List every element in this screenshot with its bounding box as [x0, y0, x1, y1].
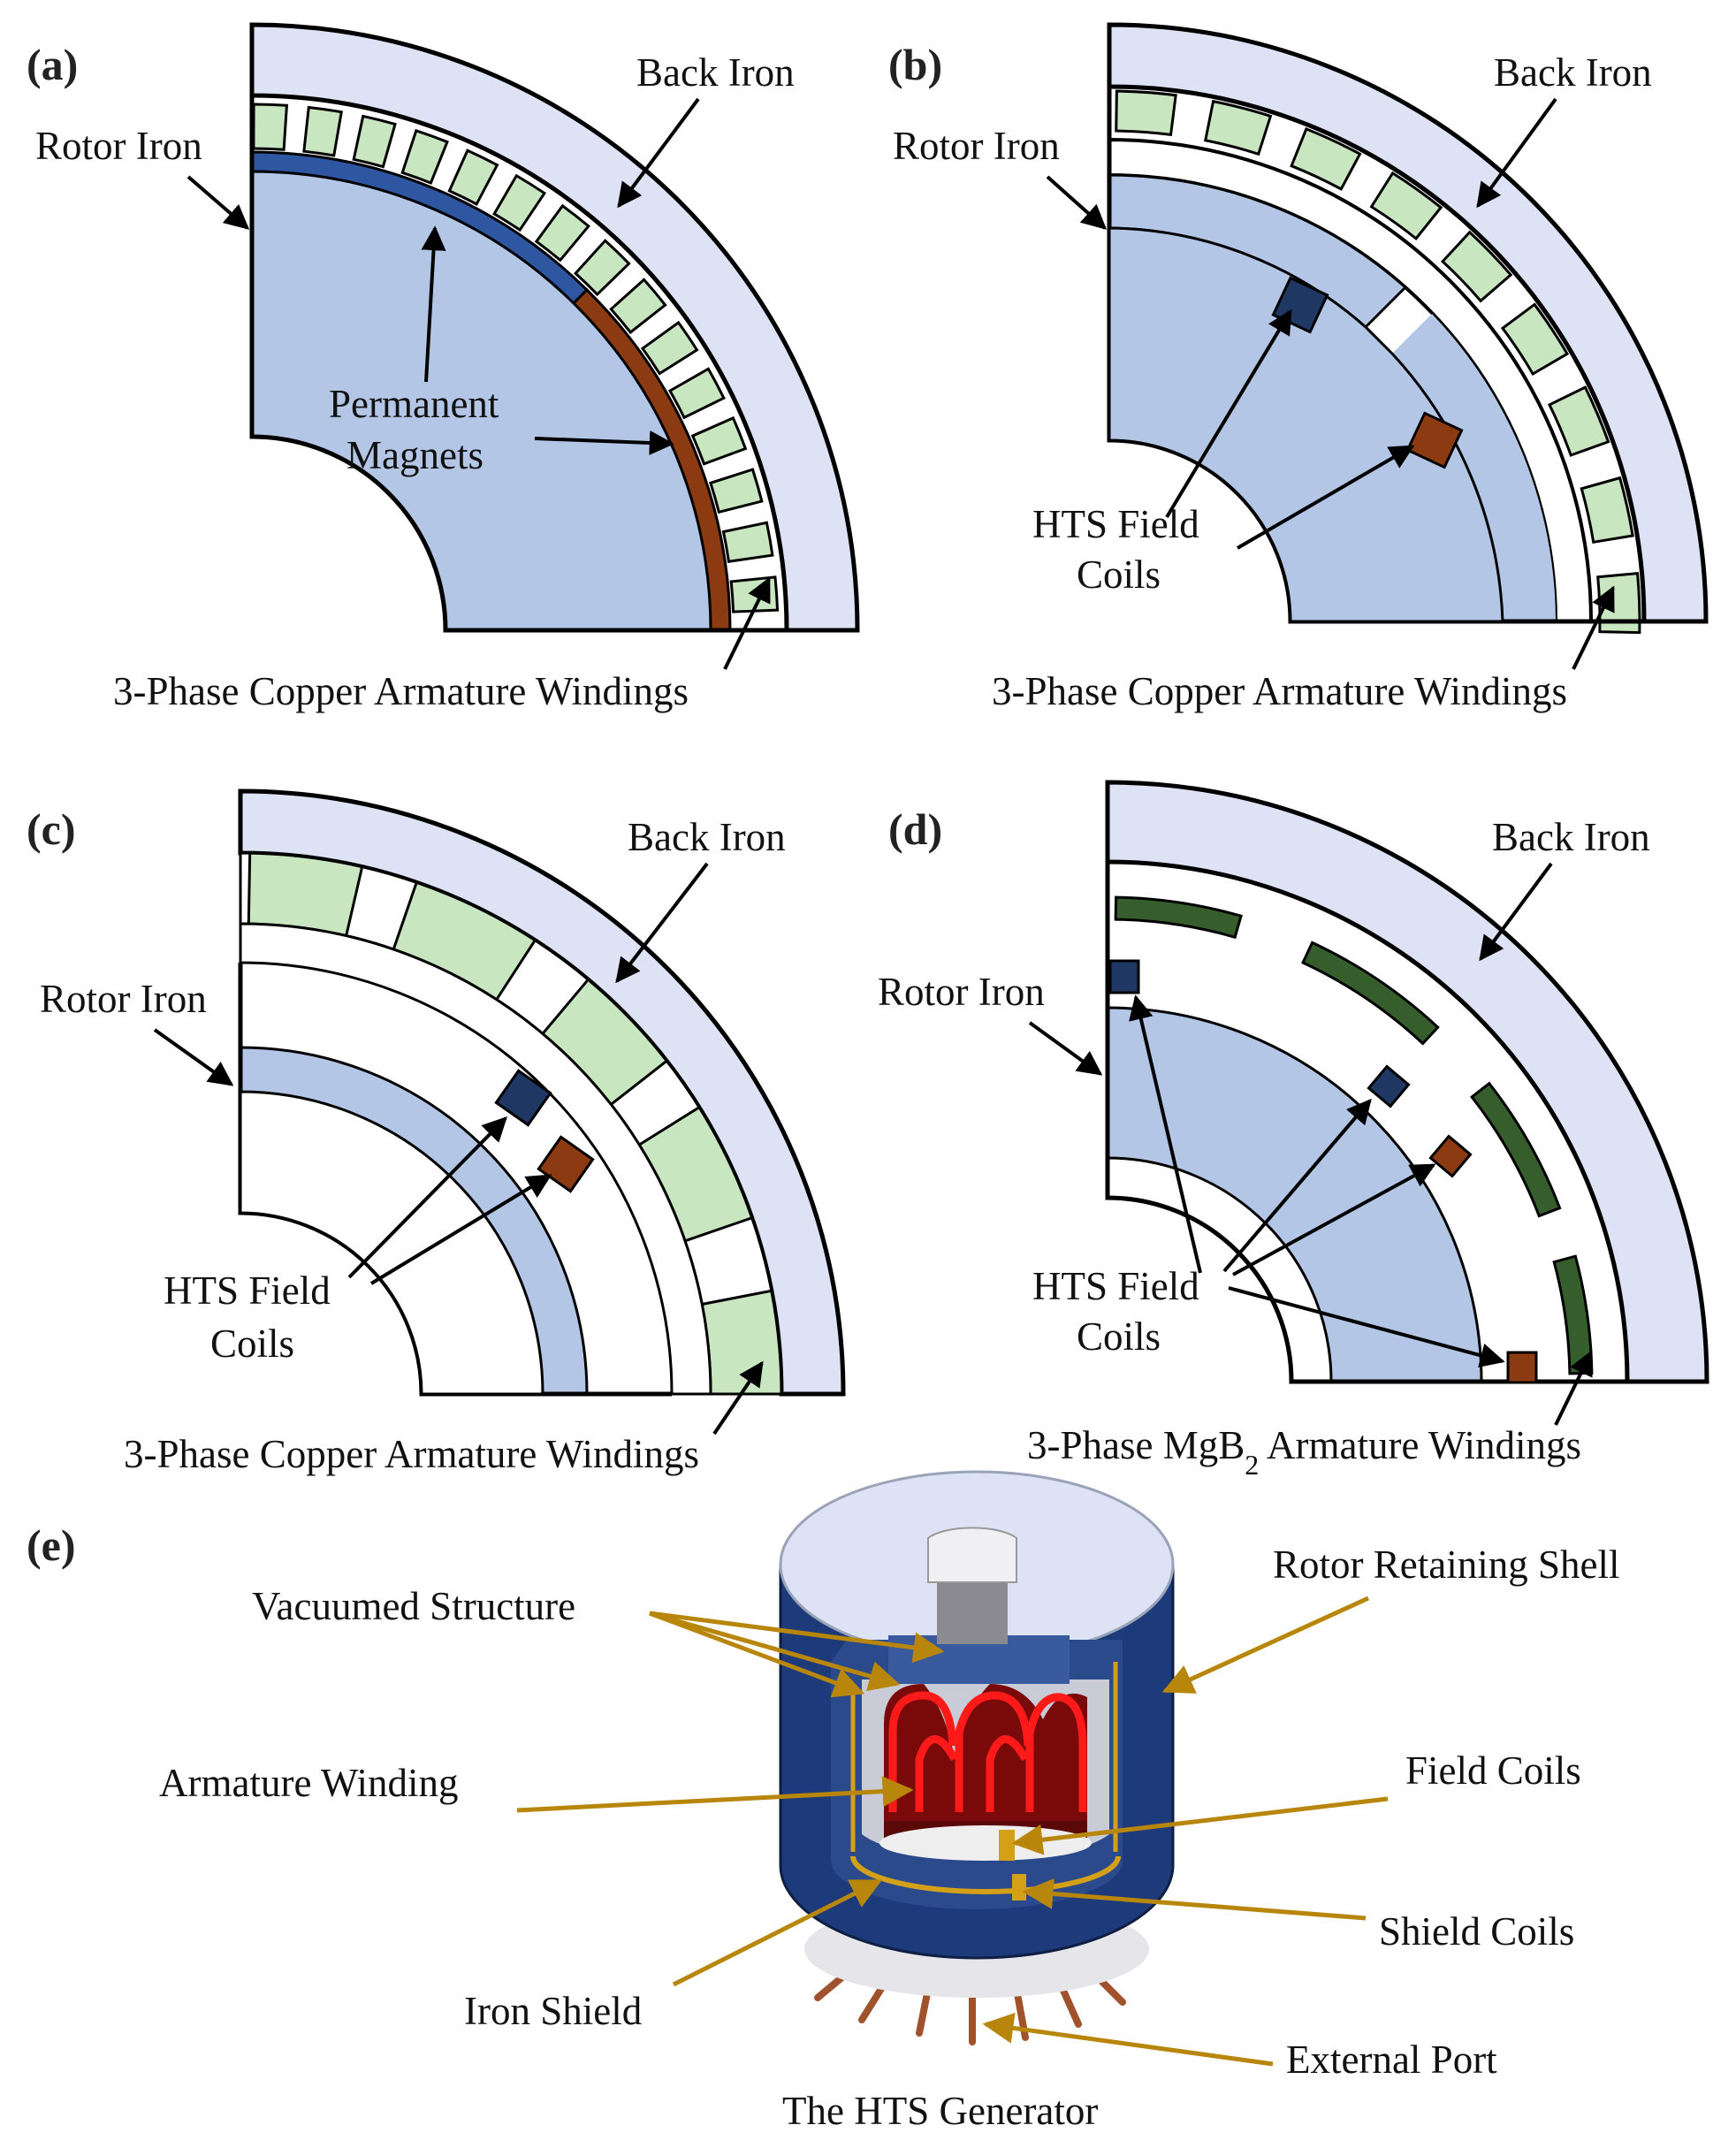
armature-slot [700, 1289, 783, 1396]
back-iron-label-b: Back Iron [1494, 50, 1652, 95]
armature-slot [400, 128, 449, 185]
armature-slot [302, 105, 344, 157]
panel-a-letter: (a) [27, 40, 78, 89]
mgb2-winding-segment [1301, 941, 1440, 1046]
external-port-label: External Port [1286, 2038, 1497, 2082]
back-iron-label-c: Back Iron [628, 815, 786, 859]
armature-slot [252, 103, 289, 151]
armature-slot [1547, 385, 1610, 457]
armature-slot [352, 114, 397, 169]
windings-label-a: 3-Phase Copper Armature Windings [113, 669, 689, 713]
coils-label-b-1: HTS Field [1032, 502, 1199, 546]
armature-slot [573, 239, 631, 297]
hts-coil-navy-d-1 [1108, 959, 1140, 994]
back-iron-label-a: Back Iron [636, 50, 795, 95]
coils-label-b-2: Coils [1077, 552, 1161, 597]
hts-coil-navy-d-2 [1367, 1064, 1411, 1108]
rotor-body-b [1108, 226, 1504, 623]
armature-slot [690, 415, 748, 466]
hts-coil-navy-c [494, 1069, 552, 1127]
panel-a: (a) Back Iron Rotor Iron Permanent Magne… [27, 22, 860, 713]
panel-e: (e) [27, 1470, 1619, 2133]
generator-illustration [779, 1470, 1175, 2045]
coils-label-d-1: HTS Field [1032, 1264, 1199, 1308]
coils-label-c-1: HTS Field [164, 1268, 331, 1313]
panel-b: (b) Back Iron Rotor Iron HTS Field Coils… [888, 22, 1709, 713]
shaft-a [249, 25, 857, 633]
hts-coil-brown-d-1 [1428, 1134, 1473, 1178]
armature-slot [609, 278, 667, 335]
armature-slot [667, 367, 726, 420]
magnets-label-a-1: Permanent [329, 382, 499, 426]
armature-slot [709, 468, 764, 514]
armature-winding-label: Armature Winding [159, 1761, 459, 1805]
iron-shield-label: Iron Shield [464, 1989, 642, 2033]
armature-slot [721, 521, 774, 563]
retaining-shell-label: Rotor Retaining Shell [1273, 1542, 1619, 1587]
mgb2-winding-segment [1552, 1254, 1594, 1375]
panel-d: (d) Back Iron Rotor Iron HTS Field Coils… [878, 780, 1709, 1481]
hts-coil-brown-c [537, 1135, 595, 1193]
armature-slot [640, 320, 699, 376]
mgb2-winding-segment [1470, 1081, 1562, 1218]
armature-slot [1500, 302, 1570, 377]
rotor-iron-label-d: Rotor Iron [878, 970, 1045, 1014]
rotor-iron-label-c: Rotor Iron [40, 977, 207, 1021]
panel-b-letter: (b) [888, 40, 942, 89]
armature-slot [1440, 230, 1513, 303]
armature-slot [1369, 171, 1443, 240]
armature-slot [492, 173, 547, 232]
vacuumed-label: Vacuumed Structure [252, 1584, 575, 1628]
armature-slot [1203, 99, 1273, 156]
armature-slot [447, 149, 499, 206]
panel-d-letter: (d) [888, 804, 942, 854]
armature-slot [1580, 476, 1634, 545]
mgb2-winding-segment [1114, 895, 1243, 940]
rotor-iron-label-a: Rotor Iron [35, 124, 202, 168]
shaft-d [1105, 782, 1707, 1384]
armature-slots-d [1114, 895, 1594, 1375]
coils-label-d-2: Coils [1077, 1314, 1161, 1359]
armature-slot [534, 203, 590, 263]
armature-slot [1290, 126, 1362, 191]
hts-coil-brown-d-2 [1506, 1351, 1538, 1384]
magnets-label-a-2: Magnets [346, 433, 483, 477]
panel-e-letter: (e) [27, 1520, 76, 1570]
armature-slots-a [252, 103, 780, 613]
armature-slots-b [1115, 89, 1641, 635]
back-iron-label-d: Back Iron [1492, 815, 1650, 859]
field-coils-label: Field Coils [1405, 1748, 1581, 1793]
rotor-iron-d [1106, 1006, 1483, 1383]
hts-coil-brown-b [1405, 411, 1464, 469]
armature-slot [1115, 89, 1177, 137]
panel-c-letter: (c) [27, 804, 76, 854]
coils-label-c-2: Coils [210, 1322, 294, 1366]
air-gap-c [239, 922, 712, 1396]
rotor-iron-label-b: Rotor Iron [893, 124, 1060, 168]
generator-caption: The HTS Generator [782, 2089, 1098, 2133]
windings-label-c: 3-Phase Copper Armature Windings [124, 1432, 699, 1476]
shield-coils-label: Shield Coils [1379, 1909, 1574, 1954]
windings-label-d: 3-Phase MgB2 Armature Windings [1027, 1423, 1581, 1481]
panel-c: (c) Back Iron Rotor Iron HTS Field Coils… [27, 788, 846, 1476]
windings-label-b: 3-Phase Copper Armature Windings [992, 669, 1567, 713]
